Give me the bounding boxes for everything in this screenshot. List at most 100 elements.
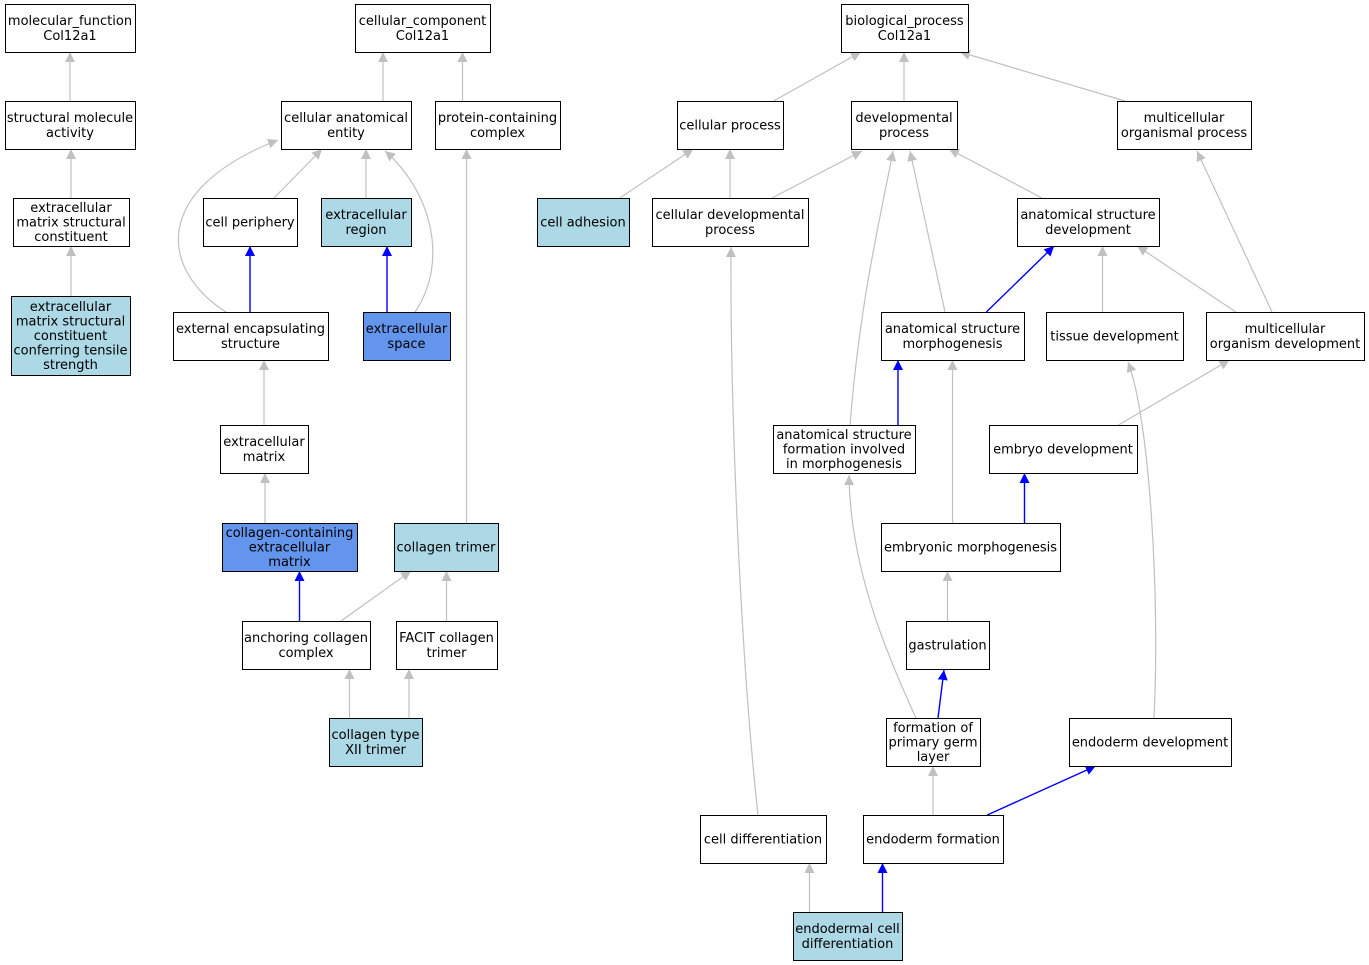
node-box [1069, 718, 1232, 767]
node-ca[interactable]: cell adhesion [537, 198, 630, 247]
edge-acc-ct [340, 570, 412, 622]
node-label-line: cellular anatomical [284, 111, 408, 126]
node-label-line: activity [46, 126, 94, 141]
node-box [281, 101, 412, 150]
node-label-line: cellular_component [359, 14, 487, 29]
node-label-line: organismal process [1121, 126, 1247, 141]
node-box [881, 523, 1061, 572]
node-ga[interactable]: gastrulation [906, 621, 990, 670]
node-label-line: gastrulation [908, 639, 986, 654]
node-label-line: constituent [34, 329, 108, 344]
edge-mod-asd [1136, 245, 1237, 313]
edge-ca-cpr [619, 148, 694, 199]
edge-asd-dp [948, 148, 1043, 199]
edge-mop-bp [959, 50, 1126, 102]
node-box [989, 425, 1138, 474]
node-box [773, 425, 916, 474]
node-label-line: extracellular [30, 201, 112, 216]
node-label-line: structural molecule [7, 111, 133, 126]
node-cpr[interactable]: cellular process [677, 101, 784, 150]
node-label-line: strength [43, 358, 98, 373]
edge-cpr-bp [773, 51, 862, 102]
node-label-line: cell periphery [205, 216, 295, 231]
node-label-line: Col12a1 [43, 29, 96, 44]
node-label-line: protein-containing [438, 111, 557, 126]
node-box [1046, 312, 1184, 361]
edges-layer [65, 50, 1273, 912]
node-box [841, 4, 969, 53]
edge-asf-dp [849, 150, 897, 426]
node-label-line: embryonic morphogenesis [884, 541, 1057, 556]
node-label-line: embryo development [993, 443, 1133, 458]
node-box [222, 523, 358, 572]
node-label-line: anchoring collagen [244, 631, 368, 646]
node-label-line: process [879, 126, 929, 141]
node-box [242, 621, 371, 670]
node-label-line: molecular_function [8, 14, 132, 29]
node-label-line: developmental [855, 111, 952, 126]
node-endd[interactable]: endoderm development [1069, 718, 1232, 767]
node-box [881, 312, 1025, 361]
node-ed[interactable]: embryo development [989, 425, 1138, 474]
node-label-line: formation involved [783, 443, 905, 458]
node-box [5, 4, 136, 53]
node-label-line: endodermal cell [795, 922, 900, 937]
node-label-line: extracellular [249, 541, 331, 556]
node-label-line: complex [278, 646, 333, 661]
node-emo[interactable]: embryonic morphogenesis [881, 523, 1061, 572]
edge-fpgl-ga [937, 669, 948, 719]
node-box [13, 198, 130, 247]
node-box [851, 101, 958, 150]
node-box [1206, 312, 1365, 361]
node-box [1017, 198, 1160, 247]
node-label-line: development [1045, 223, 1131, 238]
node-box [677, 101, 784, 150]
node-box [1117, 101, 1252, 150]
node-box [11, 296, 131, 376]
node-label-line: morphogenesis [902, 337, 1002, 352]
node-label-line: endoderm development [1072, 736, 1228, 751]
node-box [220, 425, 309, 474]
node-ct[interactable]: collagen trimer [394, 523, 499, 572]
node-label-line: extracellular [223, 435, 305, 450]
node-label-line: layer [917, 750, 950, 765]
edge-cdp-dp [771, 150, 863, 199]
node-label-line: differentiation [802, 937, 894, 952]
node-label-line: organism development [1210, 337, 1360, 352]
edge-asm-asd [985, 245, 1055, 313]
node-label-line: collagen type [332, 728, 420, 743]
node-label-line: anatomical structure [1020, 208, 1155, 223]
node-box [329, 718, 423, 767]
node-ef[interactable]: endoderm formation [863, 815, 1004, 864]
node-cd[interactable]: cell differentiation [700, 815, 827, 864]
node-cp[interactable]: cell periphery [203, 198, 298, 247]
node-label-line: cellular process [679, 119, 781, 134]
node-td[interactable]: tissue development [1046, 312, 1184, 361]
